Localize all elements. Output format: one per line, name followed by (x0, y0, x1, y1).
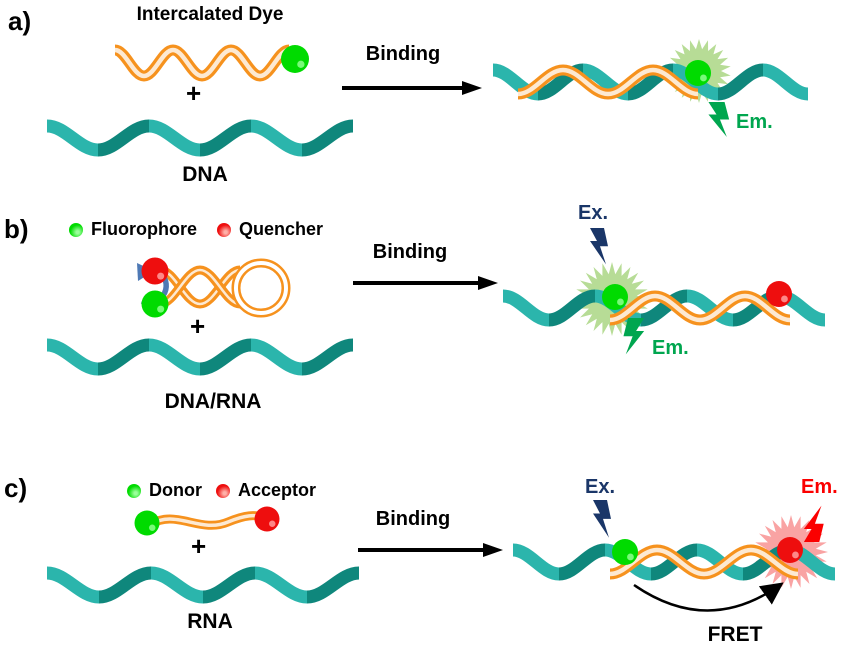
legend-c: Donor Acceptor (127, 480, 316, 501)
acceptor-legend-label: Acceptor (238, 480, 317, 500)
donor-dot-icon (127, 483, 141, 498)
fret-transfer-arrow (633, 582, 784, 612)
em-label-a: Em. (736, 111, 773, 133)
fluorescence-glows (575, 39, 828, 589)
acceptor-dot-probe (254, 506, 280, 532)
acceptor-dot-bound (777, 537, 803, 563)
donor-legend-label: Donor (149, 480, 202, 500)
dye-dot-a-bound (685, 60, 711, 86)
panel-c-art (46, 500, 837, 612)
binding-arrow-c (358, 543, 503, 557)
binding-arrow-b (353, 276, 498, 290)
binding-label-a: Binding (365, 43, 441, 65)
quencher-dot-beacon (141, 257, 169, 285)
panel-a-art (46, 44, 810, 157)
fret-label: FRET (707, 623, 763, 646)
ex-bolt-c (593, 500, 611, 538)
target-label-a: DNA (182, 163, 228, 186)
donor-dot-bound (612, 539, 638, 565)
em-bolt-a (708, 102, 730, 137)
panel-b-label: b) (4, 214, 29, 244)
fluorophore-dot-icon (69, 222, 83, 237)
plus-sign-c: + (191, 531, 207, 561)
ex-bolt-b (590, 228, 608, 265)
binding-label-c: Binding (375, 508, 451, 530)
target-label-c: RNA (187, 610, 233, 633)
fluorophore-dot-bound (602, 284, 628, 310)
em-label-c: Em. (801, 476, 838, 498)
target-label-b: DNA/RNA (164, 390, 262, 413)
panel-b-art (46, 228, 827, 376)
quencher-legend-label: Quencher (239, 219, 324, 239)
dye-dot-a (281, 45, 309, 73)
legend-b: Fluorophore Quencher (69, 219, 323, 240)
quencher-dot-icon (217, 222, 231, 237)
panel-c-label: c) (4, 473, 28, 503)
quencher-dot-bound (766, 281, 792, 307)
fluorophore-legend-label: Fluorophore (91, 219, 197, 239)
em-bolt-c (803, 505, 824, 542)
plus-sign-b: + (190, 311, 206, 341)
fluorophore-dot-beacon (141, 290, 169, 318)
acceptor-dot-icon (216, 483, 230, 498)
probe-title-a: Intercalated Dye (136, 4, 284, 25)
binding-label-b: Binding (372, 241, 448, 263)
binding-arrow-a (342, 81, 482, 95)
plus-sign-a: + (186, 78, 202, 108)
panel-a-label: a) (8, 6, 32, 36)
donor-dot-probe (134, 510, 160, 536)
ex-label-b: Ex. (578, 202, 609, 224)
em-bolt-b (623, 318, 645, 355)
ex-label-c: Ex. (585, 476, 616, 498)
em-label-b: Em. (652, 337, 689, 359)
